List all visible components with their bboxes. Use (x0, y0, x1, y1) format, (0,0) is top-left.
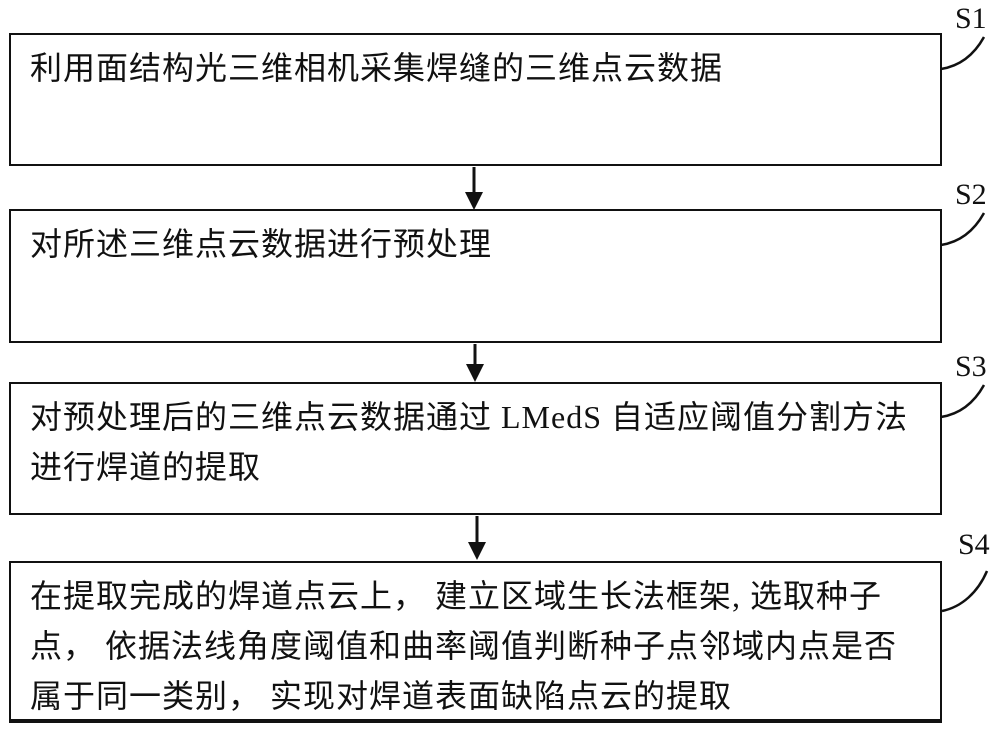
flow-arrow-3 (468, 516, 486, 560)
flow-arrow-2 (466, 344, 484, 382)
step-text-s2: 对所述三维点云数据进行预处理 (30, 226, 493, 262)
step-label-s3: S3 (955, 350, 987, 383)
step-box-s1: 利用面结构光三维相机采集焊缝的三维点云数据 (9, 33, 942, 166)
s2-label-connector (940, 212, 986, 247)
step-label-s1: S1 (955, 2, 987, 35)
step-box-s3: 对预处理后的三维点云数据通过 LMedS 自适应阈值分割方法 进行焊道的提取 (9, 382, 942, 515)
s3-label-connector (940, 384, 986, 419)
s1-label-connector (940, 36, 986, 71)
step-box-s4: 在提取完成的焊道点云上， 建立区域生长法框架, 选取种子 点， 依据法线角度阈值… (9, 561, 942, 723)
step-label-s2: S2 (955, 178, 987, 211)
step-text-s1: 利用面结构光三维相机采集焊缝的三维点云数据 (30, 50, 724, 86)
step-box-s2: 对所述三维点云数据进行预处理 (9, 209, 942, 343)
step-label-s4: S4 (958, 528, 990, 561)
step-text-s3: 对预处理后的三维点云数据通过 LMedS 自适应阈值分割方法 进行焊道的提取 (30, 399, 909, 485)
flow-arrow-1 (465, 167, 483, 210)
step-text-s4: 在提取完成的焊道点云上， 建立区域生长法框架, 选取种子 点， 依据法线角度阈值… (30, 578, 898, 714)
s4-label-connector (941, 570, 989, 613)
